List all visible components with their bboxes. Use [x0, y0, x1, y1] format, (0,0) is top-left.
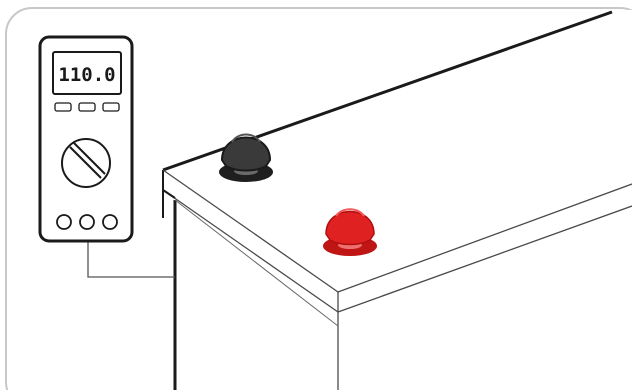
- multimeter-screen: [52, 51, 122, 95]
- positive-terminal-highlight: [335, 208, 365, 217]
- battery: [162, 10, 632, 390]
- multimeter-display-reading: 110.0: [58, 64, 115, 86]
- battery-body-shoulder: [174, 199, 339, 327]
- battery-top-face: [163, 10, 632, 295]
- positive-terminal-cap: [325, 210, 375, 246]
- multimeter: 110.0: [38, 35, 134, 243]
- test-lead-wire: [87, 240, 175, 278]
- multimeter-jack-2: [79, 214, 95, 230]
- negative-terminal-cap: [220, 136, 272, 172]
- multimeter-button-3: [102, 102, 120, 112]
- negative-terminal-highlight: [231, 133, 261, 143]
- multimeter-button-2: [78, 102, 96, 112]
- battery-top-front-right-edge: [337, 183, 632, 293]
- positive-terminal: [323, 208, 377, 256]
- multimeter-jack-3: [102, 214, 118, 230]
- multimeter-jack-1: [56, 214, 72, 230]
- multimeter-button-1: [54, 102, 72, 112]
- battery-lid-band-right: [337, 205, 632, 313]
- negative-terminal: [219, 133, 273, 182]
- battery-lid-band-left: [162, 189, 339, 313]
- multimeter-dial: [61, 138, 111, 188]
- battery-lid-notch: [162, 189, 176, 199]
- battery-top-front-left-edge: [162, 169, 339, 293]
